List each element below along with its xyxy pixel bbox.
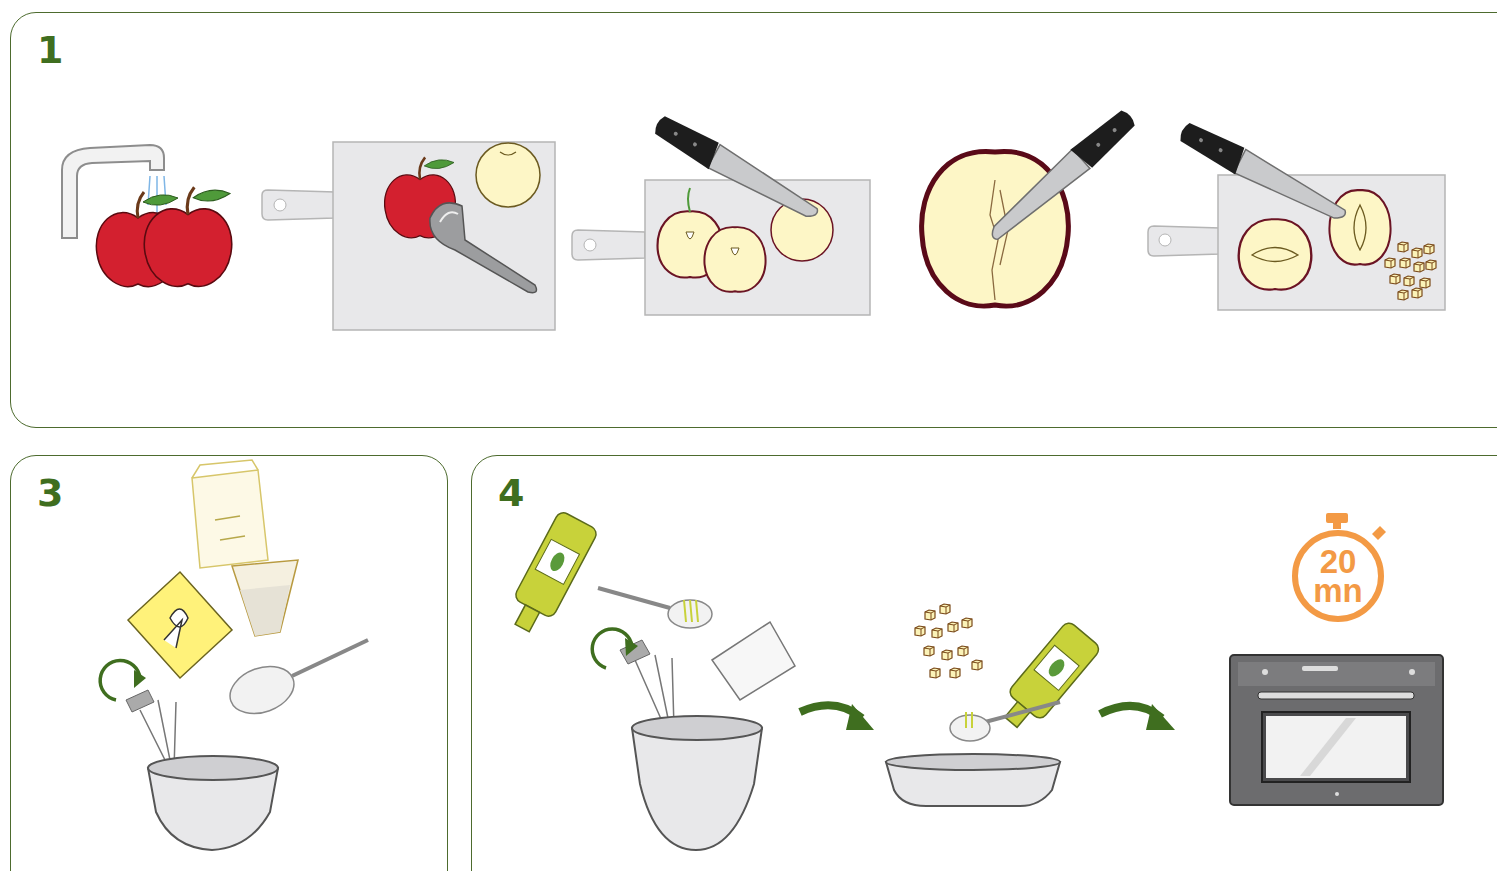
step-panel: 4 20 mn <box>471 455 1497 871</box>
step-number: 3 <box>37 474 63 512</box>
step-panel: 3 <box>10 455 448 871</box>
timer-label: 20 mn <box>1309 547 1367 605</box>
step-panel: 1 <box>10 12 1497 428</box>
step-number: 4 <box>498 474 524 512</box>
timer-circle: 20 mn <box>1291 529 1385 623</box>
step-number: 1 <box>37 31 63 69</box>
